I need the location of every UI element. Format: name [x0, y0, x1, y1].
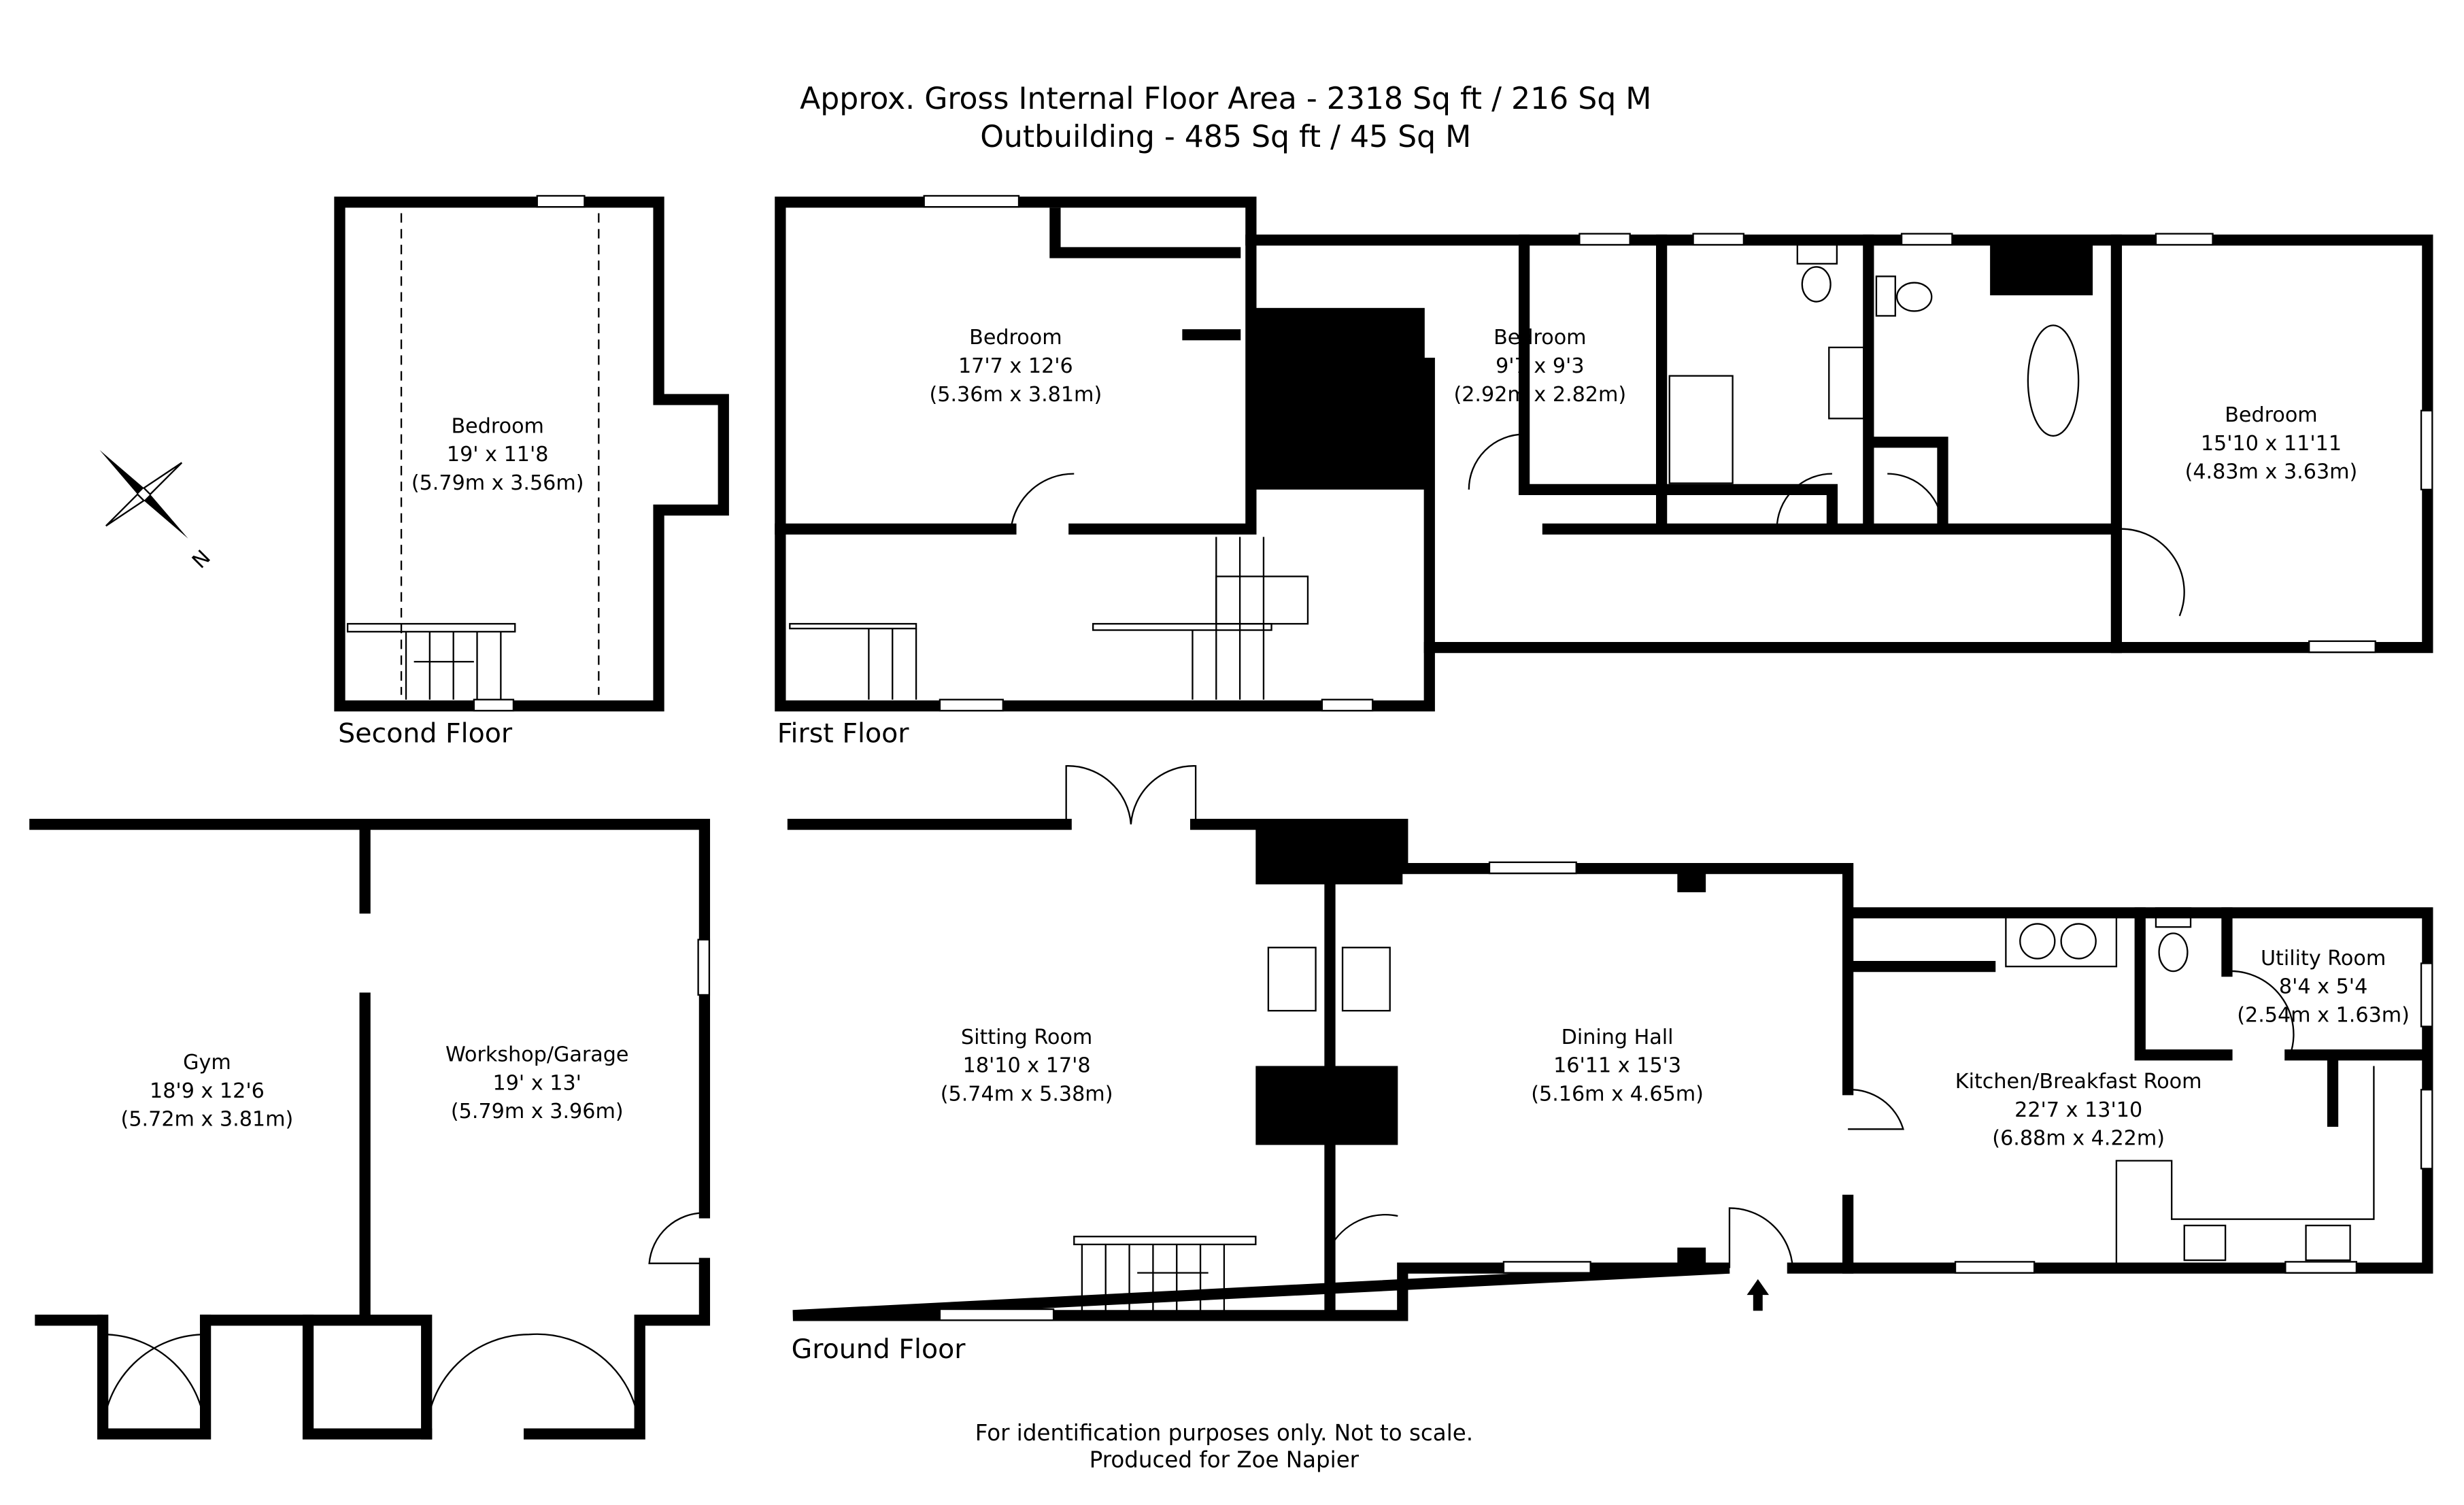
room-label: (5.79m x 3.96m) — [451, 1100, 624, 1123]
room-label: 18'9 x 12'6 — [150, 1079, 265, 1103]
ground-floor-plan: Sitting Room 18'10 x 17'8 (5.74m x 5.38m… — [787, 765, 2433, 1365]
disclaimer: For identification purposes only. Not to… — [975, 1420, 1473, 1446]
room-label: Bedroom — [2225, 403, 2317, 427]
room-label: Sitting Room — [961, 1026, 1092, 1049]
room-label: (5.16m x 4.65m) — [1531, 1083, 1704, 1106]
second-floor-label: Second Floor — [338, 717, 513, 749]
room-name: Bedroom — [451, 414, 543, 438]
room-label: Dining Hall — [1562, 1026, 1674, 1049]
area-title: Approx. Gross Internal Floor Area - 2318… — [800, 82, 1651, 116]
room-label: 22'7 x 13'10 — [2014, 1098, 2142, 1122]
room-label: Kitchen/Breakfast Room — [1955, 1070, 2202, 1094]
room-label: (2.92m x 2.82m) — [1453, 383, 1626, 407]
room-label: Bedroom — [969, 326, 1062, 350]
room-size-metric: (5.79m x 3.56m) — [411, 471, 584, 495]
compass-rose-icon: N — [99, 450, 216, 573]
room-label: 19' x 13' — [493, 1071, 581, 1095]
ground-floor-label: Ground Floor — [792, 1334, 966, 1365]
room-label: Bedroom — [1493, 326, 1586, 350]
room-label: 8'4 x 5'4 — [2279, 975, 2367, 999]
room-label: Workshop/Garage — [445, 1043, 629, 1066]
room-label: 9'7 x 9'3 — [1496, 354, 1584, 378]
room-label: 16'11 x 15'3 — [1553, 1054, 1681, 1078]
first-floor-plan: Bedroom 17'7 x 12'6 (5.36m x 3.81m) Bedr… — [775, 195, 2433, 749]
room-label: (5.74m x 5.38m) — [941, 1083, 1113, 1106]
room-label: (4.83m x 3.63m) — [2185, 460, 2358, 484]
room-label: (5.36m x 3.81m) — [929, 383, 1102, 407]
room-label: (5.72m x 3.81m) — [121, 1108, 294, 1132]
room-label: 15'10 x 11'11 — [2201, 432, 2342, 456]
north-label: N — [188, 545, 216, 573]
first-floor-label: First Floor — [777, 717, 910, 749]
room-label: Gym — [183, 1051, 231, 1075]
outbuilding-plan: Gym 18'9 x 12'6 (5.72m x 3.81m) Workshop… — [29, 819, 711, 1440]
room-label: (2.54m x 1.63m) — [2237, 1003, 2410, 1027]
room-label: 17'7 x 12'6 — [958, 354, 1073, 378]
room-label: Utility Room — [2261, 947, 2386, 970]
second-floor-plan: Bedroom 19' x 11'8 (5.79m x 3.56m) Secon… — [334, 195, 729, 749]
room-size-imperial: 19' x 11'8 — [447, 443, 549, 467]
room-label: (6.88m x 4.22m) — [1992, 1127, 2165, 1151]
entrance-arrow-icon — [1746, 1279, 1770, 1311]
room-label: 18'10 x 17'8 — [963, 1054, 1091, 1078]
outbuilding-area: Outbuilding - 485 Sq ft / 45 Sq M — [980, 120, 1471, 154]
produced-for: Produced for Zoe Napier — [1090, 1447, 1360, 1472]
